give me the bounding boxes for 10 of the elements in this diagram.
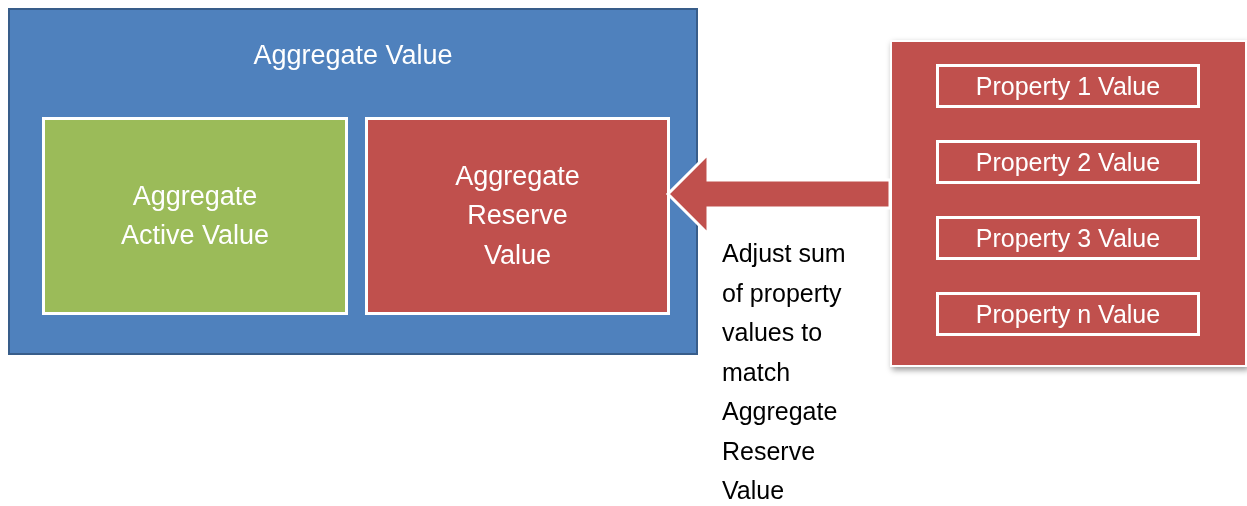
container-box: [8, 8, 698, 355]
process-box: Aggregate Reserve Value: [365, 117, 670, 315]
edge-label: Adjust sum of property values to match Aggregate Reserve Value: [722, 238, 847, 506]
box-title: Aggregate Value: [252, 40, 454, 71]
property-box: Property 1 Value: [936, 64, 1200, 108]
property-box: Property 3 Value: [936, 216, 1200, 260]
property-box: Property n Value: [936, 292, 1200, 336]
panel-box: [890, 40, 1247, 367]
process-box: Aggregate Active Value: [42, 117, 348, 315]
property-box: Property 2 Value: [936, 140, 1200, 184]
